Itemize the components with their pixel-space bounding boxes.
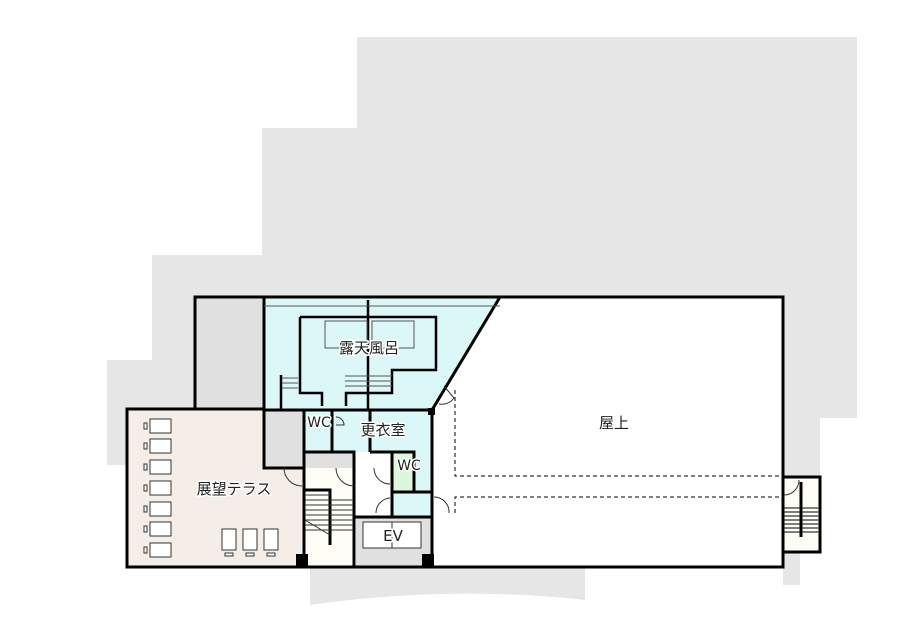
label-wc-1: WC bbox=[307, 415, 331, 431]
core-left bbox=[195, 297, 264, 409]
label-outdoor-bath: 露天風呂 bbox=[339, 339, 399, 357]
label-wc-2: WC bbox=[397, 458, 421, 474]
rooftop-dashed bbox=[454, 390, 783, 513]
terrace-seats bbox=[143, 418, 279, 558]
column bbox=[428, 408, 435, 415]
wc-1-area bbox=[304, 411, 332, 452]
site-area-bottom bbox=[310, 567, 585, 605]
stair-treads bbox=[304, 494, 353, 536]
label-elevator: EV bbox=[383, 527, 403, 545]
label-changing-room: 更衣室 bbox=[360, 421, 405, 439]
label-terrace: 展望テラス bbox=[197, 480, 272, 498]
column bbox=[422, 554, 434, 567]
core-box bbox=[264, 411, 304, 468]
column bbox=[296, 554, 308, 567]
hall-area bbox=[392, 492, 432, 517]
walls bbox=[125, 295, 785, 569]
doors bbox=[283, 385, 800, 514]
bath-details bbox=[264, 305, 500, 389]
core-box-2 bbox=[304, 452, 354, 468]
wc-2-area bbox=[392, 452, 414, 492]
bath-area bbox=[264, 297, 500, 492]
label-rooftop: 屋上 bbox=[599, 414, 629, 432]
